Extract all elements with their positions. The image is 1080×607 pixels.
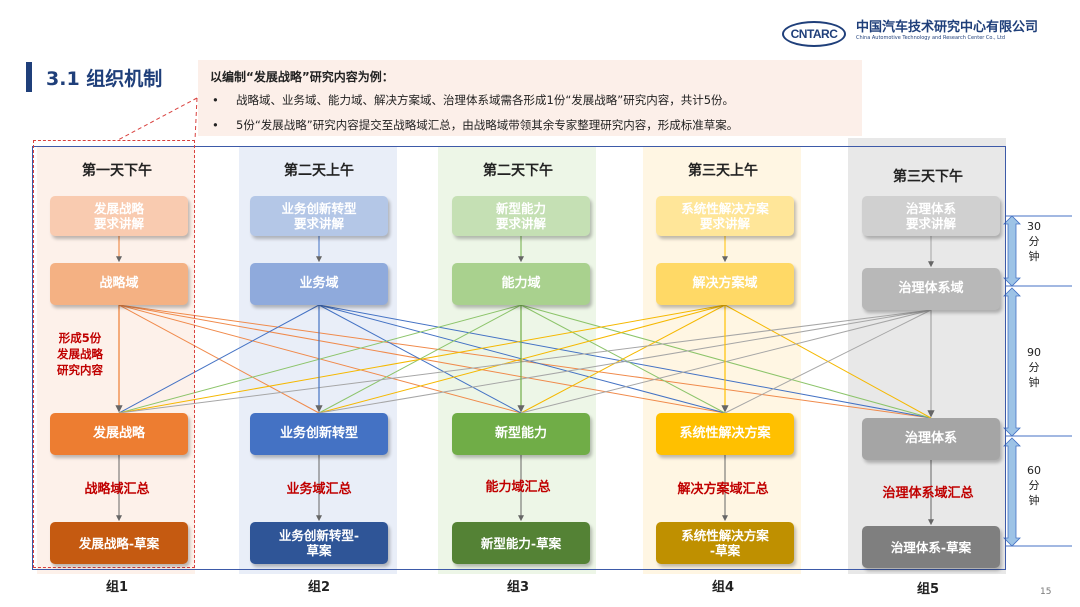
group-label-5: 组5 (916, 582, 940, 597)
connector-line (724, 309, 932, 414)
timeline-label-60min: 60 分 钟 (1027, 464, 1041, 507)
connector-line (118, 304, 320, 414)
bullet-dot: • (212, 118, 219, 132)
output-box-systematic-solution: 系统性解决方案 (656, 413, 794, 455)
draft-box-governance-system: 治理体系-草案 (862, 526, 1000, 568)
column-header-1: 第一天下午 (82, 163, 152, 179)
title-accent-bar (26, 62, 32, 92)
group-label-1: 组1 (105, 580, 129, 595)
org-name-cn: 中国汽车技术研究中心有限公司 (856, 20, 1039, 35)
domain-box-strategy: 战略域 (50, 263, 188, 305)
domain-box-capability: 能力域 (452, 263, 590, 305)
connector-line (520, 304, 726, 414)
timeline-label-30min: 30 分 钟 (1027, 220, 1041, 263)
output-box-new-capability: 新型能力 (452, 413, 590, 455)
draft-box-systematic-solution: 系统性解决方案 -草案 (656, 522, 794, 564)
group-label-4: 组4 (711, 580, 735, 595)
connector-line (118, 309, 932, 414)
note-bullet-text: 5份“发展战略”研究内容提交至战略域汇总，由战略域带领其余专家整理研究内容，形成… (236, 118, 739, 132)
group1-highlight-border (33, 140, 195, 568)
intro-box-capability: 新型能力 要求讲解 (452, 196, 590, 236)
domain-box-business: 业务域 (250, 263, 388, 305)
intro-box-governance: 治理体系 要求讲解 (862, 196, 1000, 236)
page-number: 15 (1040, 587, 1052, 597)
note-box (198, 60, 862, 136)
column-header-5: 第三天下午 (893, 169, 963, 185)
output-box-development-strategy: 发展战略 (50, 413, 188, 455)
summary-label-business: 业务域汇总 (286, 482, 352, 497)
note-bullet-1: • 战略域、业务域、能力域、解决方案域、治理体系域需各形成1份“发展战略”研究内容… (212, 92, 734, 108)
domain-box-governance: 治理体系域 (862, 268, 1000, 310)
side-note: 形成5份 发展战略 研究内容 (57, 331, 103, 378)
timeline-label-90min: 90 分 钟 (1027, 346, 1041, 389)
connector-line (118, 304, 522, 414)
summary-label-governance: 治理体系域汇总 (882, 486, 974, 501)
org-name-en: China Automotive Technology and Research… (856, 35, 1006, 41)
column-header-2: 第二天上午 (284, 163, 354, 179)
note-heading: 以编制“发展战略”研究内容为例： (210, 70, 394, 84)
note-bullet-2: • 5份“发展战略”研究内容提交至战略域汇总，由战略域带领其余专家整理研究内容，形… (212, 117, 738, 133)
summary-label-strategy: 战略域汇总 (84, 482, 150, 497)
draft-box-development-strategy: 发展战略-草案 (50, 522, 188, 564)
column-header-3: 第二天下午 (483, 163, 553, 179)
output-box-business-transformation: 业务创新转型 (250, 413, 388, 455)
intro-box-strategy: 发展战略 要求讲解 (50, 196, 188, 236)
connector-line (318, 309, 932, 414)
connector-line (520, 309, 932, 414)
draft-box-new-capability: 新型能力-草案 (452, 522, 590, 564)
intro-box-business: 业务创新转型 要求讲解 (250, 196, 388, 236)
connector-line (318, 304, 726, 414)
connector-line (118, 304, 726, 414)
intro-box-solution: 系统性解决方案 要求讲解 (656, 196, 794, 236)
domain-box-solution: 解决方案域 (656, 263, 794, 305)
bullet-dot: • (212, 93, 219, 107)
note-bullet-text: 战略域、业务域、能力域、解决方案域、治理体系域需各形成1份“发展战略”研究内容，… (236, 93, 735, 107)
output-box-governance-system: 治理体系 (862, 418, 1000, 460)
group-label-3: 组3 (506, 580, 530, 595)
summary-label-capability: 能力域汇总 (485, 480, 551, 495)
summary-label-solution: 解决方案域汇总 (677, 482, 769, 497)
page-title: 3.1 组织机制 (46, 68, 163, 90)
column-header-4: 第三天上午 (688, 163, 758, 179)
draft-box-business-transformation: 业务创新转型- 草案 (250, 522, 388, 564)
group-label-2: 组2 (307, 580, 331, 595)
company-logo: CNTARC (782, 21, 846, 47)
